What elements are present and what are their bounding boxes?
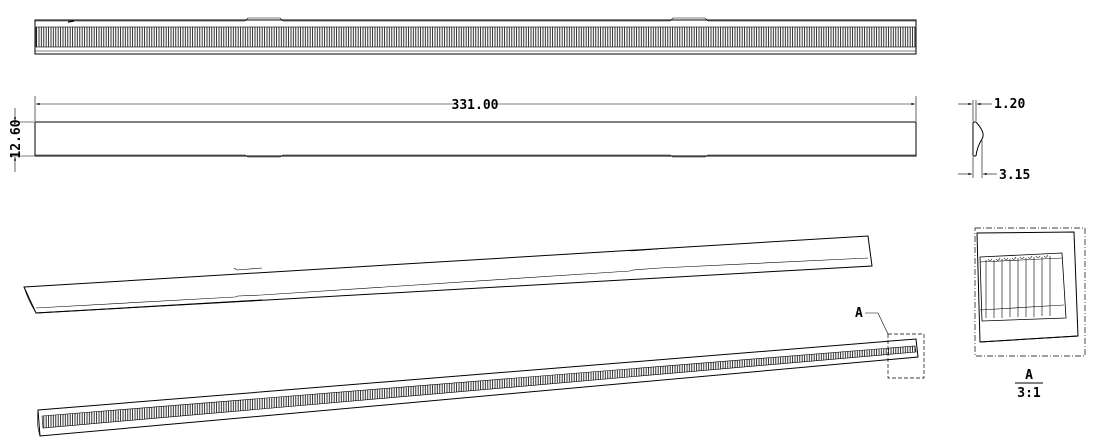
top-view bbox=[34, 17, 917, 55]
detail-view-a: A 3:1 bbox=[974, 227, 1086, 401]
front-view bbox=[34, 121, 917, 158]
detail-view-letter: A bbox=[1025, 368, 1033, 383]
height-dimension-text: 12.60 bbox=[9, 119, 24, 158]
profile-top-dimension-text: 1.20 bbox=[994, 97, 1025, 112]
side-profile-view: 1.20 3.15 bbox=[958, 97, 1030, 183]
detail-callout: A bbox=[855, 306, 925, 379]
height-dimension: 12.60 bbox=[9, 108, 34, 172]
length-dimension: 331.00 bbox=[34, 96, 917, 121]
isometric-textured-view bbox=[37, 338, 919, 437]
detail-view-scale: 3:1 bbox=[1017, 386, 1041, 401]
isometric-view bbox=[23, 235, 873, 314]
length-dimension-text: 331.00 bbox=[452, 98, 499, 113]
profile-bottom-dimension-text: 3.15 bbox=[999, 168, 1030, 183]
detail-callout-letter: A bbox=[855, 306, 863, 321]
